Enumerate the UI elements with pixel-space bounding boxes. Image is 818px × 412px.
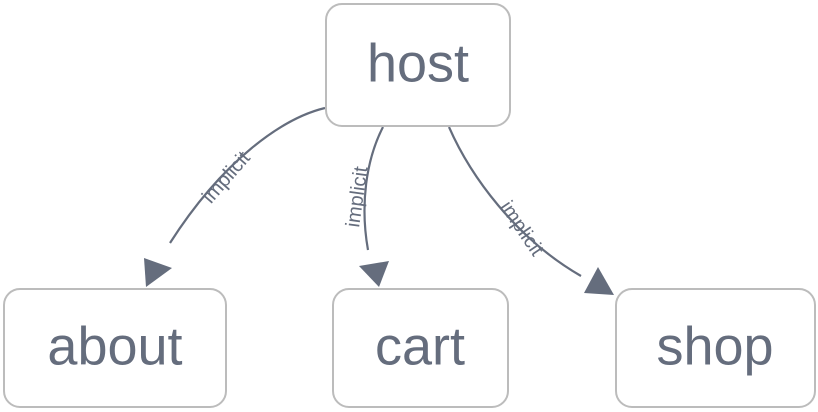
node-shop-box [615, 288, 816, 408]
node-cart[interactable]: cart [332, 288, 509, 408]
node-host[interactable]: host [325, 3, 511, 127]
node-cart-box [332, 288, 509, 408]
edge-host-shop-path [447, 126, 582, 277]
edge-host-about-path [169, 106, 326, 244]
edge-label-host-about: implicit [198, 147, 255, 208]
node-shop[interactable]: shop [615, 288, 816, 408]
node-shop-label: shop [656, 316, 773, 376]
node-about-label: about [47, 316, 182, 376]
node-about-box [3, 288, 227, 408]
edge-host-about-arrowhead [144, 258, 172, 287]
edge-host-shop-arrowhead [584, 267, 614, 295]
edge-host-cart-path [363, 126, 384, 251]
edge-host-shop[interactable]: implicit [447, 126, 614, 295]
node-host-box [325, 3, 511, 127]
node-about[interactable]: about [3, 288, 227, 408]
edge-host-cart-arrowhead [359, 261, 389, 287]
edge-label-host-shop: implicit [495, 197, 548, 260]
node-cart-label: cart [375, 316, 465, 376]
node-host-label: host [367, 33, 469, 93]
edge-host-about[interactable]: implicit [144, 106, 326, 287]
edge-host-cart[interactable]: implicit [342, 126, 389, 287]
edge-label-host-cart: implicit [342, 165, 372, 229]
